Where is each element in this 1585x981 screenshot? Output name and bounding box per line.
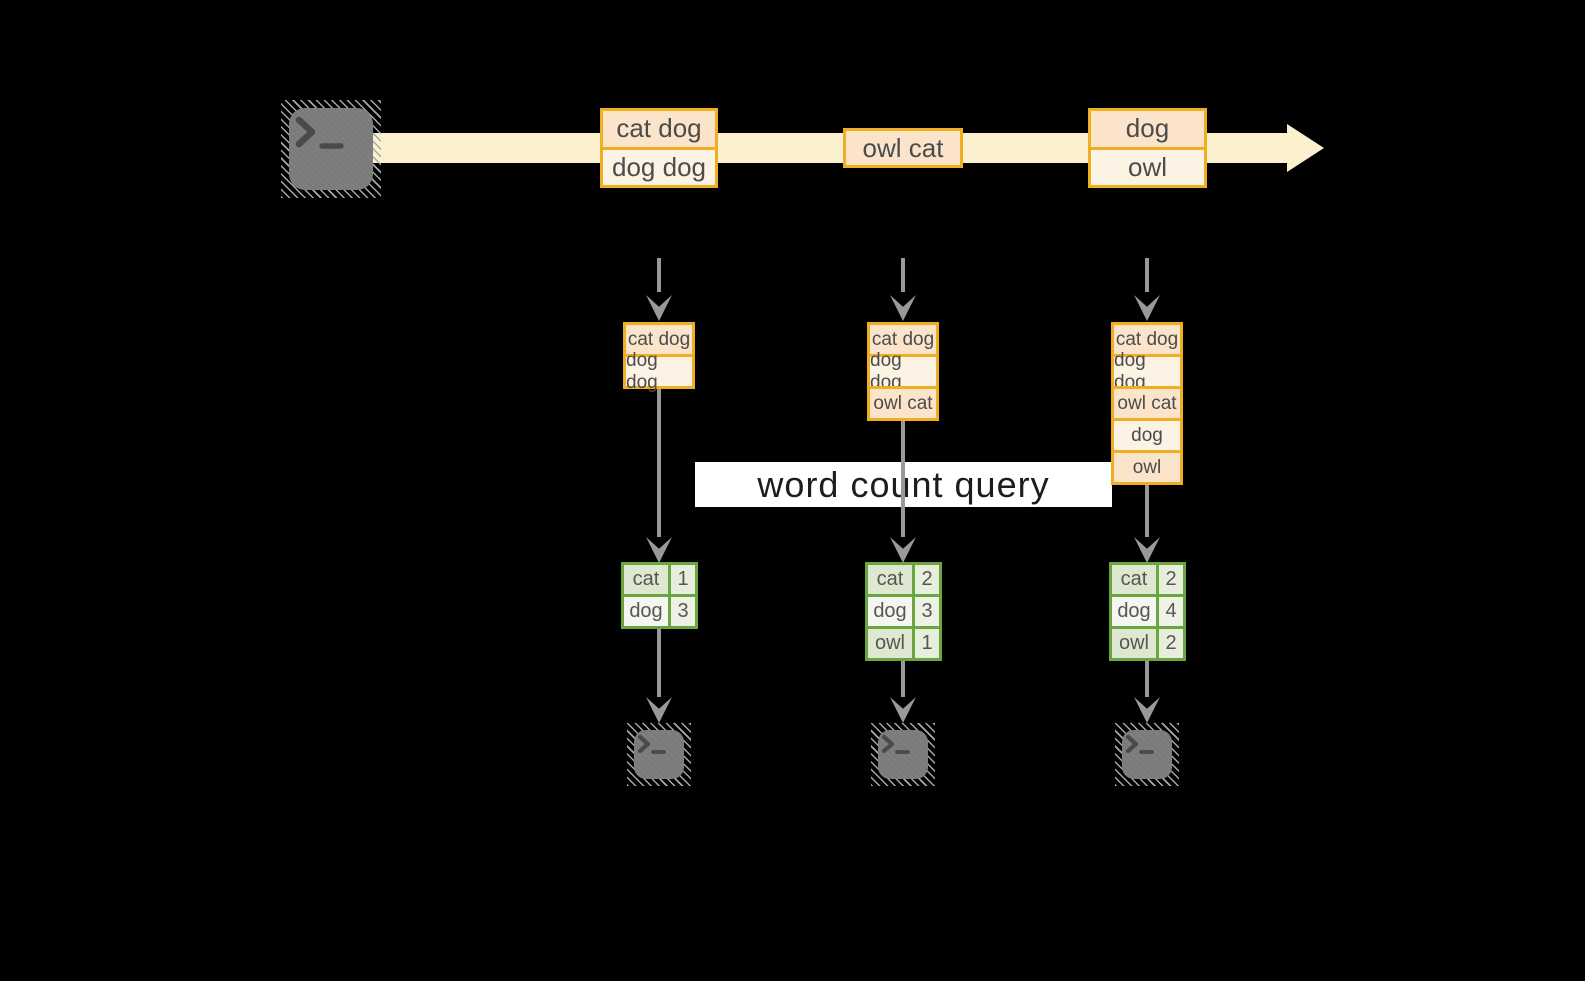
word-count-table: cat 2 dog 3 owl 1 <box>865 562 942 661</box>
buffer-row: owl cat <box>1114 386 1180 418</box>
arrow-head-icon <box>1134 295 1160 321</box>
arrow-head-icon <box>890 697 916 723</box>
dashed-arrow-line <box>901 258 905 292</box>
word-cell: cat <box>624 565 668 594</box>
output-terminal-icon <box>871 723 935 786</box>
stream-event: dog dog <box>603 146 715 185</box>
dashed-arrow-line <box>1145 258 1149 292</box>
buffer-row: dog dog <box>870 350 936 393</box>
buffer-row: owl cat <box>870 386 936 418</box>
count-row: cat 2 <box>868 565 939 594</box>
word-count-table: cat 1 dog 3 <box>621 562 698 629</box>
stream-event-box: owl cat <box>843 128 963 168</box>
terminal-prompt-icon <box>295 116 344 149</box>
stream-event: owl <box>1091 146 1204 185</box>
output-terminal-icon <box>627 723 691 786</box>
flow-arrow-line <box>657 629 661 697</box>
output-terminal-icon <box>1115 723 1179 786</box>
event-buffer: cat dog dog dog <box>623 322 695 393</box>
arrow-head-icon <box>646 295 672 321</box>
count-cell: 2 <box>1156 629 1183 658</box>
count-row: dog 3 <box>868 594 939 626</box>
buffer-row: cat dog <box>626 325 692 354</box>
arrow-head-icon <box>1134 537 1160 563</box>
word-cell: cat <box>868 565 912 594</box>
word-cell: owl <box>868 629 912 658</box>
buffer-row: owl <box>1114 450 1180 482</box>
arrow-head-icon <box>1134 697 1160 723</box>
count-cell: 1 <box>912 629 939 658</box>
buffer-row: cat dog <box>870 325 936 354</box>
terminal-prompt-icon <box>1125 734 1154 754</box>
buffer-row: dog dog <box>1114 350 1180 393</box>
stream-event: dog <box>1091 111 1204 147</box>
stream-arrow-head-icon <box>1287 124 1324 172</box>
count-row: dog 4 <box>1112 594 1183 626</box>
arrow-head-icon <box>646 697 672 723</box>
count-row: owl 2 <box>1112 626 1183 658</box>
count-cell: 3 <box>668 597 695 626</box>
event-buffer: cat dog dog dog owl cat <box>867 322 939 421</box>
terminal-prompt-icon <box>637 734 666 754</box>
dashed-arrow-line <box>657 258 661 292</box>
stream-event: cat dog <box>603 111 715 147</box>
arrow-head-icon <box>646 537 672 563</box>
count-cell: 1 <box>668 565 695 594</box>
word-cell: dog <box>868 597 912 626</box>
word-cell: dog <box>1112 597 1156 626</box>
count-cell: 4 <box>1156 597 1183 626</box>
count-row: cat 2 <box>1112 565 1183 594</box>
buffer-row: dog dog <box>626 350 692 393</box>
buffer-row: dog <box>1114 418 1180 450</box>
flow-arrow-line <box>901 421 905 537</box>
count-cell: 2 <box>1156 565 1183 594</box>
terminal-prompt-icon <box>881 734 910 754</box>
arrow-head-icon <box>890 295 916 321</box>
stream-event-box: cat dog dog dog <box>600 108 718 188</box>
source-terminal-icon <box>281 100 381 198</box>
word-cell: cat <box>1112 565 1156 594</box>
flow-arrow-line <box>1145 485 1149 537</box>
count-cell: 2 <box>912 565 939 594</box>
stream-event: owl cat <box>846 131 960 165</box>
count-cell: 3 <box>912 597 939 626</box>
count-row: dog 3 <box>624 594 695 626</box>
stream-event-box: dog owl <box>1088 108 1207 188</box>
word-cell: dog <box>624 597 668 626</box>
word-cell: owl <box>1112 629 1156 658</box>
event-buffer: cat dog dog dog owl cat dog owl <box>1111 322 1183 485</box>
count-row: cat 1 <box>624 565 695 594</box>
word-count-table: cat 2 dog 4 owl 2 <box>1109 562 1186 661</box>
flow-arrow-line <box>657 389 661 537</box>
flow-arrow-line <box>901 661 905 697</box>
buffer-row: cat dog <box>1114 325 1180 354</box>
arrow-head-icon <box>890 537 916 563</box>
count-row: owl 1 <box>868 626 939 658</box>
flow-arrow-line <box>1145 661 1149 697</box>
